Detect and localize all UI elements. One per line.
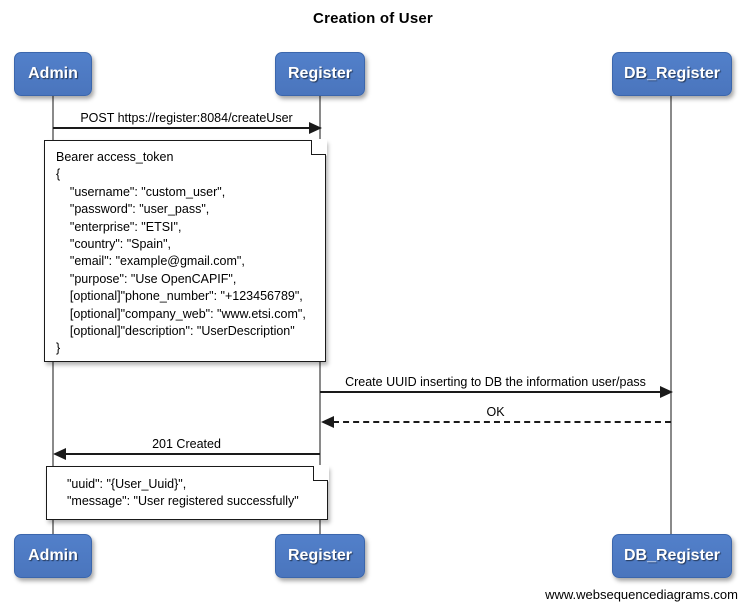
message-4-line	[65, 453, 320, 455]
participant-register-top-label: Register	[287, 65, 353, 82]
participant-admin-top-label: Admin	[28, 65, 78, 82]
participant-register-bottom-label: Register	[287, 547, 353, 564]
message-2-label: Create UUID inserting to DB the informat…	[345, 375, 646, 389]
message-2-arrowhead	[660, 386, 673, 398]
message-3-label: OK	[486, 405, 505, 419]
message-2-line	[320, 391, 662, 393]
message-1-label: POST https://register:8084/createUser	[80, 111, 293, 125]
participant-db-register-top[interactable]: DB_Register	[612, 52, 732, 96]
page-title: Creation of User	[313, 10, 433, 27]
message-4-arrowhead	[53, 448, 66, 460]
note-response-body: "uuid": "{User_Uuid}", "message": "User …	[46, 465, 329, 520]
message-4-label: 201 Created	[152, 437, 221, 451]
participant-register-bottom[interactable]: Register	[275, 534, 365, 578]
participant-register-top[interactable]: Register	[275, 52, 365, 96]
participant-admin-bottom[interactable]: Admin	[14, 534, 92, 578]
note-request-body-fold-icon	[311, 140, 326, 155]
message-3-line	[333, 421, 671, 423]
participant-db-register-bottom-label: DB_Register	[623, 547, 721, 564]
message-3-arrowhead	[321, 416, 334, 428]
note-response-body-text: "uuid": "{User_Uuid}", "message": "User …	[67, 477, 299, 508]
note-request-body: Bearer access_token { "username": "custo…	[44, 139, 327, 362]
message-1-arrowhead	[309, 122, 322, 134]
footer-watermark: www.websequencediagrams.com	[545, 587, 738, 602]
note-request-body-text: Bearer access_token { "username": "custo…	[56, 150, 306, 356]
note-response-body-fold-icon	[313, 466, 328, 481]
lifeline-db-register	[670, 96, 672, 536]
participant-db-register-bottom[interactable]: DB_Register	[612, 534, 732, 578]
message-1-line	[53, 127, 311, 129]
participant-db-register-top-label: DB_Register	[623, 65, 721, 82]
participant-admin-bottom-label: Admin	[28, 547, 78, 564]
participant-admin-top[interactable]: Admin	[14, 52, 92, 96]
